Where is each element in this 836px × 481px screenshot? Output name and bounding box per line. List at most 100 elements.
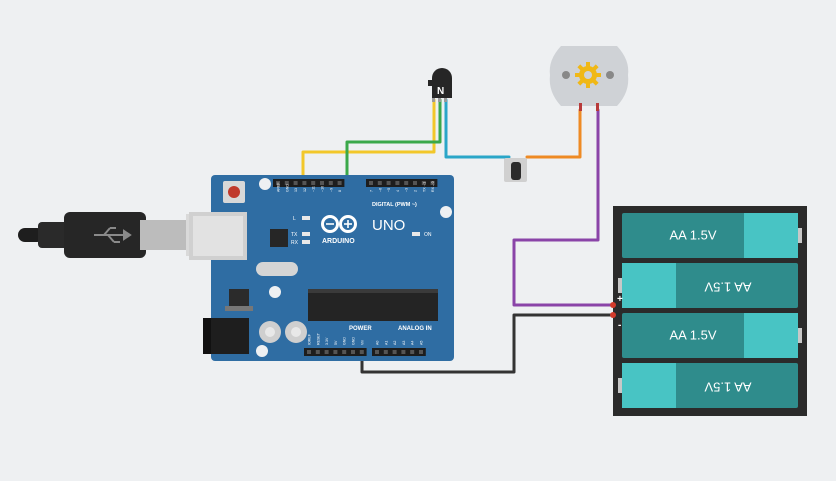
digital-pin-label: GND	[285, 184, 289, 192]
analog-pin-label: A1	[384, 341, 388, 345]
digital-pin-label: 2	[414, 190, 418, 192]
digital-pin[interactable]	[337, 181, 342, 185]
digital-pin-label: 12	[303, 188, 307, 192]
digital-pin-label: 13	[294, 188, 298, 192]
battery-cell-label: AA 1.5V	[670, 327, 717, 342]
digital-pin-label: TX→1	[422, 182, 426, 192]
power-pin[interactable]	[333, 350, 338, 354]
power-pin[interactable]	[307, 350, 311, 354]
digital-pin[interactable]	[284, 181, 289, 185]
purple-wire[interactable]	[512, 108, 618, 307]
npn-transistor[interactable]: N	[428, 68, 452, 102]
orange-wire[interactable]	[525, 108, 582, 159]
digital-pin[interactable]	[276, 181, 280, 185]
analog-pin[interactable]	[410, 350, 415, 354]
digital-pin[interactable]	[369, 181, 373, 185]
battery-cell[interactable]: AA 1.5V	[618, 363, 798, 408]
analog-label: ANALOG IN	[398, 326, 432, 332]
voltage-regulator	[229, 289, 249, 309]
power-pin-label: Vin	[360, 340, 364, 345]
analog-pin[interactable]	[375, 350, 379, 354]
digital-pin-label: ~10	[321, 186, 325, 192]
capacitors	[259, 321, 307, 343]
digital-header-right: 7 ~6 ~5 4 ~3 2 TX→1 RX←0	[366, 179, 438, 192]
usb-icon	[94, 227, 132, 243]
power-pin-label: 3.3V	[325, 337, 329, 345]
gear-icon	[575, 62, 601, 88]
digital-pin-label: 7	[370, 190, 374, 192]
wires	[301, 98, 618, 374]
digital-pin[interactable]	[302, 181, 307, 185]
digital-pin-label: ~6	[378, 188, 382, 192]
digital-pin-label: 8	[338, 190, 342, 192]
analog-pin-label: A3	[402, 341, 406, 345]
power-pin[interactable]	[359, 350, 364, 354]
status-leds	[302, 216, 420, 244]
digital-pin[interactable]	[293, 181, 298, 185]
transistor-label: N	[437, 86, 444, 97]
reset-button[interactable]	[223, 181, 245, 203]
led-label-rx: RX	[291, 240, 299, 246]
power-pin-label: GND	[343, 337, 347, 345]
arduino-brand-text: ARDUINO	[322, 238, 355, 245]
dc-motor[interactable]	[549, 46, 629, 111]
uno-model-text: UNO	[372, 217, 405, 234]
power-pin-label: RESET	[316, 332, 320, 345]
digital-pin-label: RX←0	[431, 181, 435, 192]
black-wire[interactable]	[360, 313, 618, 374]
led-label-l: L	[293, 216, 296, 222]
digital-pin-label: ~5	[387, 188, 391, 192]
battery-negative-symbol: -	[618, 320, 621, 331]
digital-pin-label: ~9	[329, 188, 333, 192]
analog-pin-label: A2	[393, 341, 397, 345]
power-header: IOREF RESET 3.3V 5V GND GND Vin	[304, 332, 367, 356]
digital-header-left: AREF GND 13 12 ~11 ~10 ~9 8	[273, 179, 345, 192]
power-pin[interactable]	[342, 350, 347, 354]
power-pin-label: 5V	[334, 340, 338, 345]
battery-cell[interactable]: AA 1.5V	[622, 313, 802, 358]
power-pin[interactable]	[324, 350, 329, 354]
power-pin[interactable]	[351, 350, 355, 354]
digital-pin[interactable]	[377, 181, 382, 185]
digital-pin-label: ~11	[312, 186, 316, 192]
digital-pin[interactable]	[404, 181, 409, 185]
digital-header-label: DIGITAL (PWM ~)	[372, 202, 417, 208]
analog-pin-label: A0	[376, 341, 380, 345]
analog-pin[interactable]	[383, 350, 388, 354]
analog-pin-label: A5	[420, 341, 424, 345]
digital-pin[interactable]	[320, 181, 324, 185]
analog-pin[interactable]	[401, 350, 406, 354]
analog-pin[interactable]	[392, 350, 397, 354]
usb-cable[interactable]	[18, 212, 216, 258]
yellow-wire[interactable]	[301, 98, 436, 186]
battery-cell[interactable]: AA 1.5V	[622, 213, 802, 258]
atmega-chip	[308, 289, 438, 321]
digital-pin[interactable]	[430, 181, 435, 185]
power-pin[interactable]	[315, 350, 320, 354]
digital-pin-label: ~3	[405, 188, 409, 192]
digital-pin[interactable]	[311, 181, 316, 185]
crystal-oscillator	[256, 262, 298, 276]
power-pin-label: IOREF	[308, 333, 312, 345]
digital-pin-label: AREF	[277, 182, 281, 192]
digital-pin[interactable]	[328, 181, 333, 185]
digital-pin[interactable]	[421, 181, 426, 185]
arduino-uno-board[interactable]: L TX RX ON ARDUINO UNO DIGITAL (PWM ~) P…	[189, 175, 454, 361]
green-wire[interactable]	[345, 98, 442, 186]
ic-chip-small	[270, 229, 288, 247]
power-pin-label: GND	[352, 337, 356, 345]
battery-cell[interactable]: AA 1.5V	[618, 263, 798, 308]
arduino-logo	[321, 215, 357, 233]
digital-pin-label: 4	[396, 190, 400, 192]
analog-pin[interactable]	[419, 350, 423, 354]
power-label: POWER	[349, 326, 372, 332]
digital-pin[interactable]	[395, 181, 400, 185]
push-button[interactable]	[504, 158, 527, 182]
digital-pin[interactable]	[386, 181, 391, 185]
digital-pin[interactable]	[413, 181, 417, 185]
battery-cell-label: AA 1.5V	[704, 280, 751, 295]
cyan-wire[interactable]	[444, 98, 511, 159]
